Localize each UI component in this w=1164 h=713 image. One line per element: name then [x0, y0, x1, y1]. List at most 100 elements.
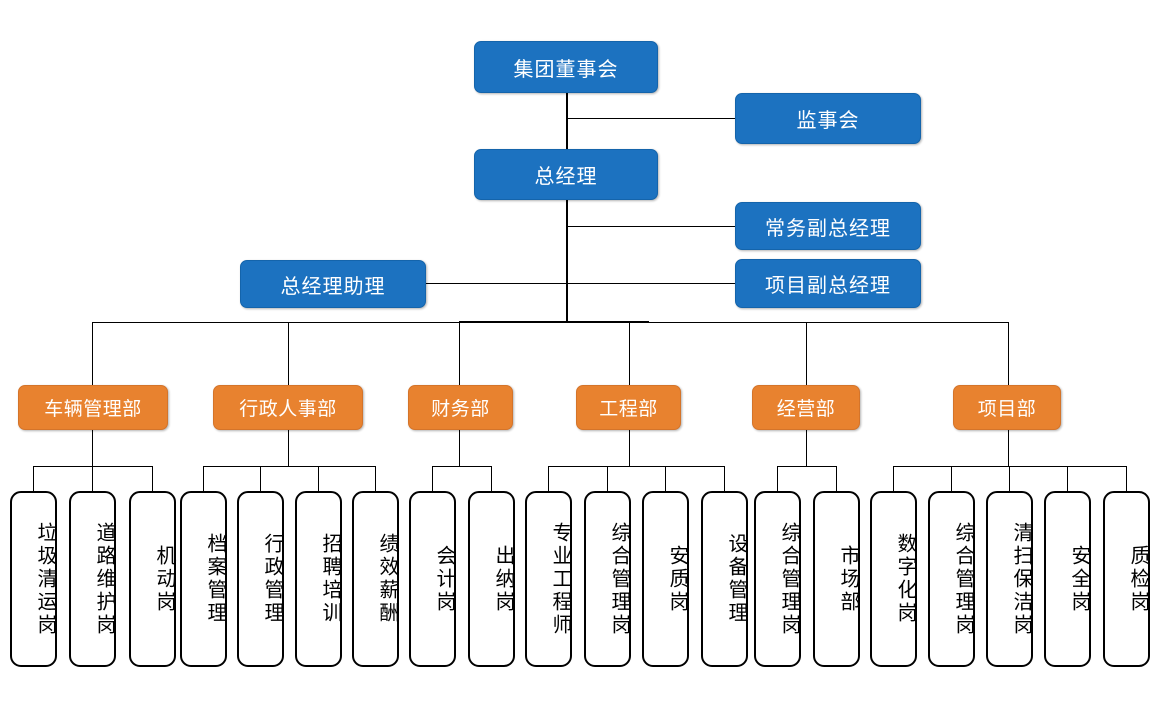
- connector-child-1-3: [152, 466, 153, 491]
- node-position-2-2[interactable]: 行政管理: [237, 491, 284, 667]
- node-general-manager[interactable]: 总经理: [474, 149, 658, 200]
- node-project-vice-gm[interactable]: 项目副总经理: [735, 259, 921, 308]
- node-position-2-1-label: 档案管理: [204, 533, 226, 625]
- node-department-3-label: 财务部: [431, 399, 490, 420]
- node-position-2-1[interactable]: 档案管理: [180, 491, 227, 667]
- node-department-1-label: 车辆管理部: [44, 399, 142, 420]
- node-position-5-1[interactable]: 综合管理岗: [754, 491, 801, 667]
- node-board[interactable]: 集团董事会: [474, 41, 658, 93]
- node-gm-assistant-label: 总经理助理: [280, 275, 386, 298]
- node-position-3-2[interactable]: 出纳岗: [468, 491, 515, 667]
- node-department-2[interactable]: 行政人事部: [213, 385, 363, 430]
- node-gm-assistant[interactable]: 总经理助理: [240, 260, 426, 308]
- connector-gm-spine-to-supervisory: [566, 118, 735, 119]
- node-position-1-3-label: 机动岗: [153, 544, 175, 614]
- node-position-1-1[interactable]: 垃圾清运岗: [10, 491, 57, 667]
- node-position-2-2-label: 行政管理: [261, 533, 283, 625]
- node-position-6-4-label: 安全岗: [1068, 544, 1090, 614]
- node-executive-vice-gm-label: 常务副总经理: [765, 217, 891, 240]
- connector-child-1-1: [33, 466, 34, 491]
- connector-child-3-2: [491, 466, 492, 491]
- connector-child-4-4: [724, 466, 725, 491]
- node-position-4-4-label: 设备管理: [725, 533, 747, 625]
- connector-child-1-2: [92, 466, 93, 491]
- node-board-label: 集团董事会: [513, 58, 619, 81]
- node-department-5-label: 经营部: [776, 399, 836, 420]
- connector-dept-2-drop: [288, 430, 289, 466]
- node-position-4-4[interactable]: 设备管理: [701, 491, 748, 667]
- node-supervisory-board-label: 监事会: [796, 110, 860, 132]
- connector-board-to-gm: [566, 93, 568, 149]
- connector-gm-to-dept-bus: [566, 200, 568, 323]
- node-position-6-1[interactable]: 数字化岗: [870, 491, 917, 667]
- node-position-6-2[interactable]: 综合管理岗: [928, 491, 975, 667]
- connector-bus-to-dept-4: [629, 322, 630, 385]
- node-position-4-1-label: 专业工程师: [549, 521, 571, 637]
- connector-child-6-5: [1126, 466, 1127, 491]
- node-position-5-2[interactable]: 市场部: [813, 491, 860, 667]
- connector-child-2-4: [375, 466, 376, 491]
- node-department-3[interactable]: 财务部: [408, 385, 513, 430]
- connector-bus-to-dept-6: [1008, 322, 1009, 385]
- department-bus-line-center: [459, 321, 649, 323]
- node-position-1-2[interactable]: 道路维护岗: [69, 491, 116, 667]
- node-position-6-3[interactable]: 清扫保洁岗: [986, 491, 1033, 667]
- node-department-2-label: 行政人事部: [239, 399, 337, 420]
- node-position-1-2-label: 道路维护岗: [93, 521, 115, 637]
- node-position-6-3-label: 清扫保洁岗: [1010, 521, 1032, 637]
- connector-dept-3-drop: [459, 430, 460, 466]
- connector-child-5-2: [836, 466, 837, 491]
- connector-child-4-3: [665, 466, 666, 491]
- connector-child-4-2: [607, 466, 608, 491]
- node-position-1-1-label: 垃圾清运岗: [34, 521, 56, 637]
- node-position-6-4[interactable]: 安全岗: [1044, 491, 1091, 667]
- node-position-5-1-label: 综合管理岗: [778, 521, 800, 637]
- connector-child-2-1: [203, 466, 204, 491]
- connector-dept-6-drop: [1008, 430, 1009, 466]
- child-bus-dept-5: [777, 466, 836, 467]
- node-position-2-4-label: 绩效薪酬: [376, 533, 398, 625]
- node-department-4[interactable]: 工程部: [576, 385, 681, 430]
- node-position-4-3[interactable]: 安质岗: [642, 491, 689, 667]
- connector-bus-to-dept-2: [288, 322, 289, 385]
- connector-child-6-1: [893, 466, 894, 491]
- connector-child-5-1: [777, 466, 778, 491]
- connector-gm-assistant-to-spine: [426, 283, 567, 284]
- node-project-vice-gm-label: 项目副总经理: [765, 275, 891, 297]
- node-position-2-3-label: 招聘培训: [319, 533, 341, 625]
- node-department-1[interactable]: 车辆管理部: [18, 385, 168, 430]
- connector-bus-to-dept-1: [92, 322, 93, 385]
- node-department-6-label: 项目部: [977, 399, 1037, 420]
- node-position-2-4[interactable]: 绩效薪酬: [352, 491, 399, 667]
- node-position-3-1-label: 会计岗: [433, 544, 455, 614]
- node-position-4-1[interactable]: 专业工程师: [525, 491, 572, 667]
- node-department-6[interactable]: 项目部: [953, 385, 1061, 430]
- connector-child-3-1: [432, 466, 433, 491]
- node-position-6-2-label: 综合管理岗: [952, 521, 974, 637]
- node-department-4-label: 工程部: [599, 399, 658, 420]
- node-position-6-5[interactable]: 质检岗: [1103, 491, 1150, 667]
- node-supervisory-board[interactable]: 监事会: [735, 93, 921, 144]
- node-executive-vice-gm[interactable]: 常务副总经理: [735, 202, 921, 250]
- connector-child-6-3: [1009, 466, 1010, 491]
- connector-child-2-2: [260, 466, 261, 491]
- node-position-4-2[interactable]: 综合管理岗: [584, 491, 631, 667]
- connector-child-2-3: [318, 466, 319, 491]
- node-department-5[interactable]: 经营部: [752, 385, 860, 430]
- connector-child-6-4: [1067, 466, 1068, 491]
- node-position-6-1-label: 数字化岗: [894, 533, 916, 625]
- node-position-2-3[interactable]: 招聘培训: [295, 491, 342, 667]
- connector-child-4-1: [548, 466, 549, 491]
- connector-bus-to-dept-3: [459, 322, 460, 385]
- connector-spine-to-executive-vice-gm: [566, 226, 735, 227]
- node-position-3-1[interactable]: 会计岗: [409, 491, 456, 667]
- connector-bus-to-dept-5: [806, 322, 807, 385]
- child-bus-dept-4: [548, 466, 724, 467]
- node-position-1-3[interactable]: 机动岗: [129, 491, 176, 667]
- node-general-manager-label: 总经理: [534, 166, 598, 188]
- connector-dept-5-drop: [806, 430, 807, 466]
- connector-dept-4-drop: [629, 430, 630, 466]
- connector-dept-1-drop: [92, 430, 93, 466]
- connector-child-6-2: [951, 466, 952, 491]
